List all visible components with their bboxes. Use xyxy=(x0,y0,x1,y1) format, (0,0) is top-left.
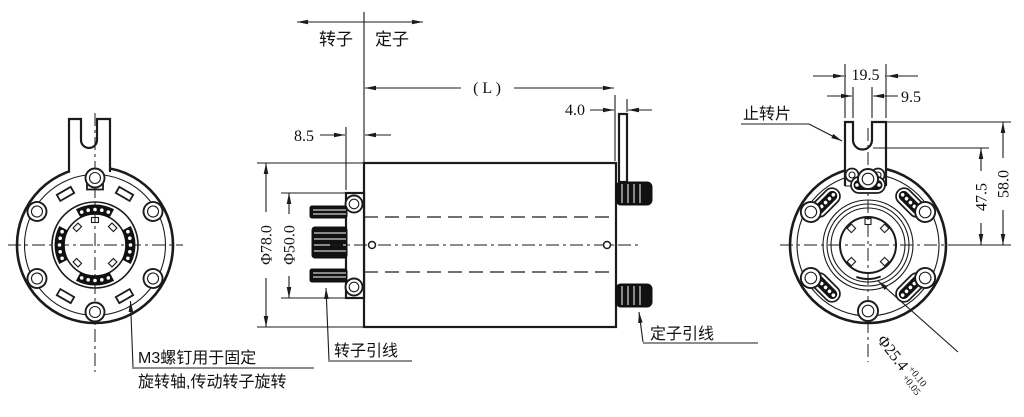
anti-rotation-tab-label: 止转片 xyxy=(743,105,791,123)
screw-hole xyxy=(857,168,879,190)
stator-leads-leader xyxy=(638,311,644,343)
rotor-label: 转子 xyxy=(319,30,353,49)
rear-view: 19.5 9.5 止转片 58.0 47.5 Φ25.4 +0.10 xyxy=(741,64,1013,398)
tab-width-dim: 19.5 xyxy=(852,67,880,84)
wire-bundle-arc xyxy=(75,204,115,219)
bore-circle xyxy=(839,216,897,274)
stator-lead-bundles xyxy=(615,181,653,308)
flange-diameter-dim: Φ50.0 xyxy=(282,225,299,265)
stator-leads-label: 定子引线 xyxy=(650,325,714,343)
stator-label: 定子 xyxy=(375,30,409,49)
flange-offset-dim: 8.5 xyxy=(294,128,314,145)
slot-to-center-dim: 47.5 xyxy=(974,183,991,211)
tab-top-to-center-dim: 58.0 xyxy=(996,170,1013,198)
flange-screw xyxy=(344,194,364,214)
bore-diameter-dim: Φ25.4 xyxy=(873,332,911,374)
bore-leader xyxy=(877,280,959,353)
tab-leader xyxy=(808,123,843,142)
front-fork-tab xyxy=(67,117,112,172)
rotor-lead-bundles xyxy=(309,205,348,283)
m3-note-leader xyxy=(128,300,134,368)
front-view: M3螺钉用于固定 旋转轴,传动转子旋转 xyxy=(8,113,314,391)
bore-notch xyxy=(864,217,872,226)
rotor-leads-leader xyxy=(324,287,330,361)
m3-note-line1: M3螺钉用于固定 xyxy=(138,349,256,367)
m3-note-line2: 旋转轴,传动转子旋转 xyxy=(138,373,286,391)
screw-hole xyxy=(84,167,106,189)
length-dim: ( L ) xyxy=(473,80,501,97)
side-fork-tab xyxy=(617,112,629,184)
side-view: 转子 定子 ( L ) 4.0 8.5 Φ78.0 Φ50.0 xyxy=(257,12,758,362)
slot-width-dim: 9.5 xyxy=(901,89,921,106)
tab-thickness-dim: 4.0 xyxy=(565,102,585,119)
body-diameter-dim: Φ78.0 xyxy=(259,225,276,265)
bore-key-notch xyxy=(90,216,100,224)
rotor-leads-label: 转子引线 xyxy=(334,342,398,360)
flange-screw xyxy=(344,277,364,297)
